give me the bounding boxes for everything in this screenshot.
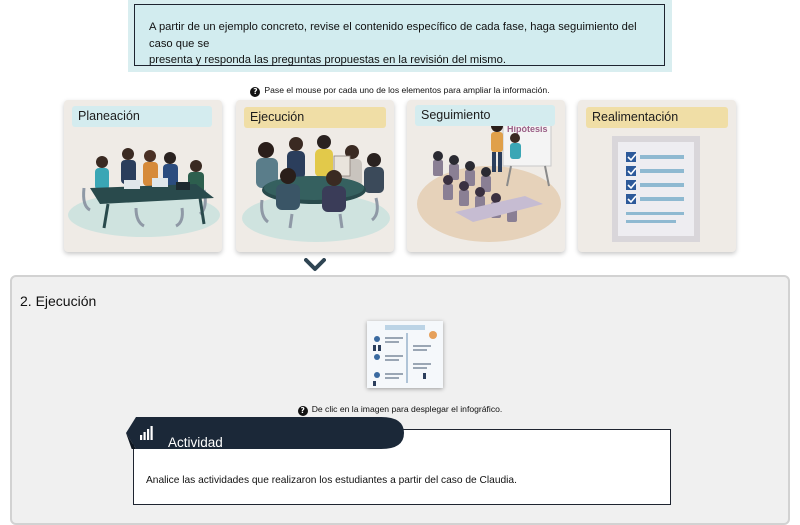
card-label-planeacion: Planeación: [78, 109, 140, 123]
panel-title: 2. Ejecución: [20, 293, 97, 309]
question-icon: ?: [250, 87, 261, 97]
tab-planeacion: Planeación: [72, 106, 212, 127]
intro-line-1: A partir de un ejemplo concreto, revise …: [149, 21, 637, 50]
infographic-thumbnail[interactable]: [367, 321, 443, 388]
meeting-illustration: [68, 148, 220, 237]
card-label-ejecucion: Ejecución: [250, 110, 305, 124]
checklist-illustration: [612, 136, 700, 242]
tab-realimentacion: Realimentación: [586, 107, 728, 128]
chevron-down-icon: [304, 258, 326, 271]
hover-hint-text: Pase el mouse por cada uno de los elemen…: [264, 85, 550, 95]
question-icon: ?: [297, 406, 308, 416]
content-panel: 2. Ejecución ?De clic en la image: [10, 275, 790, 525]
activity-header-shape: [126, 417, 404, 449]
team-work-illustration: [242, 135, 390, 242]
card-planeacion[interactable]: Planeación: [64, 100, 222, 252]
intro-panel: A partir de un ejemplo concreto, revise …: [128, 0, 672, 72]
hover-hint: ?Pase el mouse por cada uno de los eleme…: [0, 85, 800, 97]
board-text: Hipótesis: [507, 124, 548, 134]
bar-chart-icon: [140, 426, 153, 440]
activity-text: Analice las actividades que realizaron l…: [146, 475, 517, 486]
tab-ejecucion: Ejecución: [244, 107, 386, 128]
card-ejecucion[interactable]: Ejecución: [236, 100, 394, 252]
tab-seguimiento: Seguimiento: [415, 105, 555, 126]
image-hint: ?De clic en la imagen para desplegar el …: [12, 404, 788, 416]
card-realimentacion[interactable]: Realimentación: [578, 100, 736, 252]
intro-line-2: presenta y responda las preguntas propue…: [149, 54, 506, 66]
card-label-seguimiento: Seguimiento: [421, 108, 491, 122]
card-seguimiento[interactable]: Hipótesis: [407, 100, 565, 252]
card-label-realimentacion: Realimentación: [592, 110, 679, 124]
check-items: [626, 152, 684, 223]
infographic-preview-image: [367, 321, 443, 388]
intro-text-box: A partir de un ejemplo concreto, revise …: [134, 4, 665, 66]
activity-title: Actividad: [168, 435, 223, 450]
image-hint-text: De clic en la imagen para desplegar el i…: [311, 404, 503, 414]
